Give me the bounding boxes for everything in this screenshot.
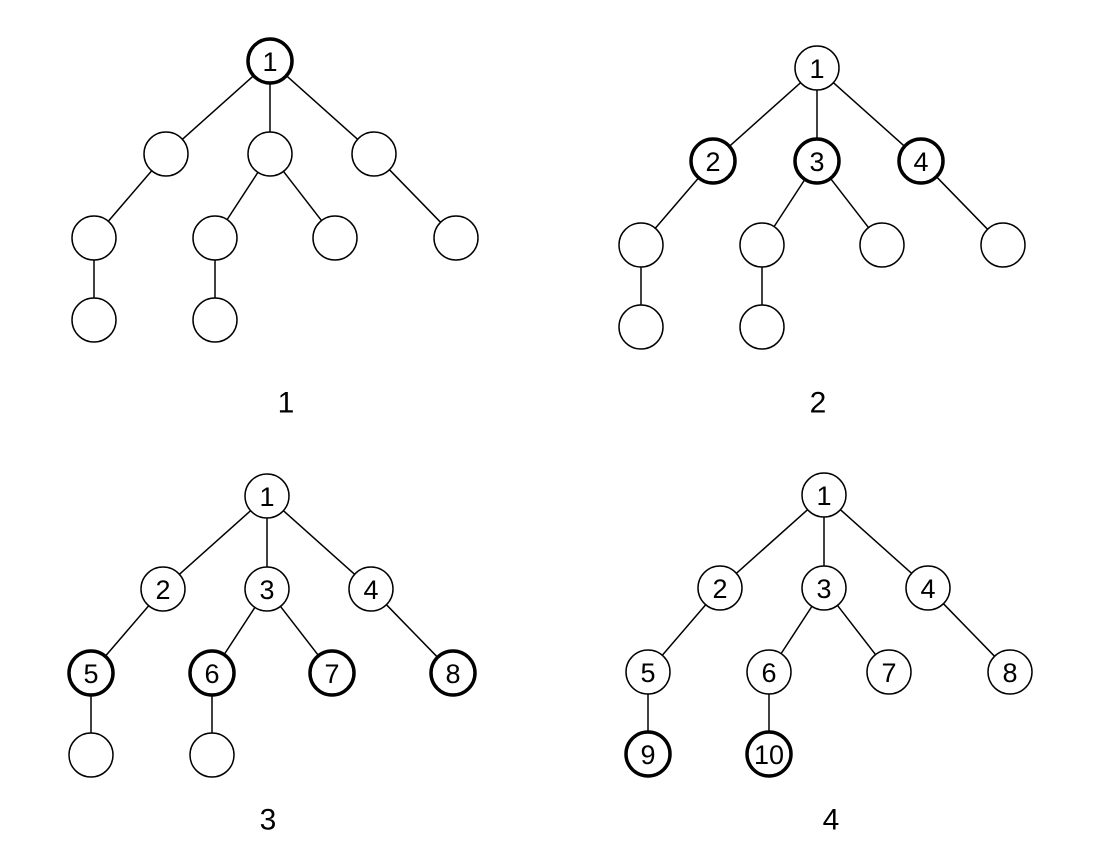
tree-node-visited	[67, 649, 115, 697]
tree-node-visited	[246, 37, 294, 85]
tree-node	[192, 297, 238, 343]
tree-edge	[832, 82, 906, 147]
tree-node-label: 8	[1002, 658, 1017, 688]
tree-node-label: 1	[262, 47, 277, 77]
tree-edge	[388, 169, 442, 223]
tree-node	[625, 649, 671, 695]
panel-caption: 1	[278, 387, 295, 420]
tree-edge	[836, 604, 877, 656]
tree-node-visited	[188, 649, 236, 697]
panel-caption: 2	[810, 387, 827, 420]
tree-node-label: 7	[881, 658, 896, 688]
tree-node-visited	[793, 137, 841, 185]
tree-panel-3: 1 2 3 4 5 6 7 8 3	[67, 473, 477, 837]
tree-node-label: 1	[816, 481, 831, 511]
tree-edge	[728, 82, 802, 147]
tree-node	[746, 649, 792, 695]
tree-node-label: 7	[324, 659, 339, 689]
tree-node	[859, 222, 905, 268]
tree-node-visited	[745, 730, 793, 778]
tree-node-label: 1	[809, 54, 824, 84]
tree-node	[697, 565, 743, 611]
tree-panel-2: 1 2 3 4 2	[618, 45, 1026, 420]
tree-node	[68, 732, 114, 778]
tree-node-label: 6	[204, 659, 219, 689]
tree-edge	[942, 603, 996, 657]
tree-node-label: 5	[640, 658, 655, 688]
panel-caption: 3	[260, 804, 277, 837]
tree-node	[140, 566, 186, 612]
tree-edge	[107, 170, 153, 222]
tree-node	[801, 565, 847, 611]
tree-edge	[181, 75, 255, 140]
tree-edge	[285, 75, 359, 140]
tree-node-label: 2	[155, 575, 170, 605]
tree-node	[71, 215, 117, 261]
tree-node	[348, 566, 394, 612]
tree-node	[189, 732, 235, 778]
tree-node	[987, 649, 1033, 695]
tree-node	[433, 215, 479, 261]
tree-node	[71, 297, 117, 343]
tree-node	[192, 215, 238, 261]
tree-edge	[223, 606, 256, 656]
tree-node	[794, 45, 840, 91]
tree-node-label: 8	[445, 659, 460, 689]
tree-node	[351, 131, 397, 177]
tree-node	[312, 215, 358, 261]
tree-edge	[226, 171, 259, 221]
tree-node	[143, 131, 189, 177]
tree-edge	[829, 177, 870, 229]
tree-edge	[178, 510, 252, 575]
tree-node-visited	[897, 137, 945, 185]
tree-node-visited	[429, 649, 477, 697]
tree-node-label: 3	[259, 575, 274, 605]
tree-node-label: 4	[363, 575, 378, 605]
tree-node	[618, 304, 664, 350]
panel-caption: 4	[823, 804, 840, 837]
tree-edge	[385, 604, 439, 658]
tree-node-visited	[689, 137, 737, 185]
tree-node	[739, 222, 785, 268]
tree-edge	[282, 170, 323, 222]
tree-node-label: 4	[920, 574, 935, 604]
tree-node-label: 1	[259, 482, 274, 512]
tree-node-label: 2	[712, 574, 727, 604]
tree-edge	[654, 177, 700, 229]
tree-node	[739, 304, 785, 350]
tree-edge	[735, 509, 809, 574]
tree-node-label: 3	[809, 147, 824, 177]
tree-node-label: 10	[754, 740, 784, 770]
tree-edge	[282, 510, 356, 575]
tree-node-label: 5	[83, 659, 98, 689]
tree-node-label: 6	[761, 658, 776, 688]
tree-node-label: 3	[816, 574, 831, 604]
tree-edge	[661, 604, 707, 656]
tree-edge	[773, 178, 806, 228]
tree-edge	[839, 509, 913, 574]
tree-panel-1: 11	[71, 37, 479, 420]
tree-node	[866, 649, 912, 695]
tree-node	[247, 131, 293, 177]
tree-node	[244, 566, 290, 612]
tree-edge	[935, 176, 989, 230]
tree-panel-4: 1 2 3 4 5 6 7 8 9 10 4	[624, 472, 1033, 837]
tree-node-label: 9	[640, 740, 655, 770]
tree-edge	[104, 605, 150, 657]
tree-node	[801, 472, 847, 518]
tree-node	[905, 565, 951, 611]
tree-node	[980, 222, 1026, 268]
tree-node	[618, 222, 664, 268]
tree-node-label: 4	[913, 147, 928, 177]
tree-node	[244, 473, 290, 519]
tree-edge	[780, 605, 813, 655]
tree-node-visited	[624, 730, 672, 778]
tree-node-label: 2	[705, 147, 720, 177]
tree-edge	[279, 605, 320, 657]
tree-node-visited	[308, 649, 356, 697]
